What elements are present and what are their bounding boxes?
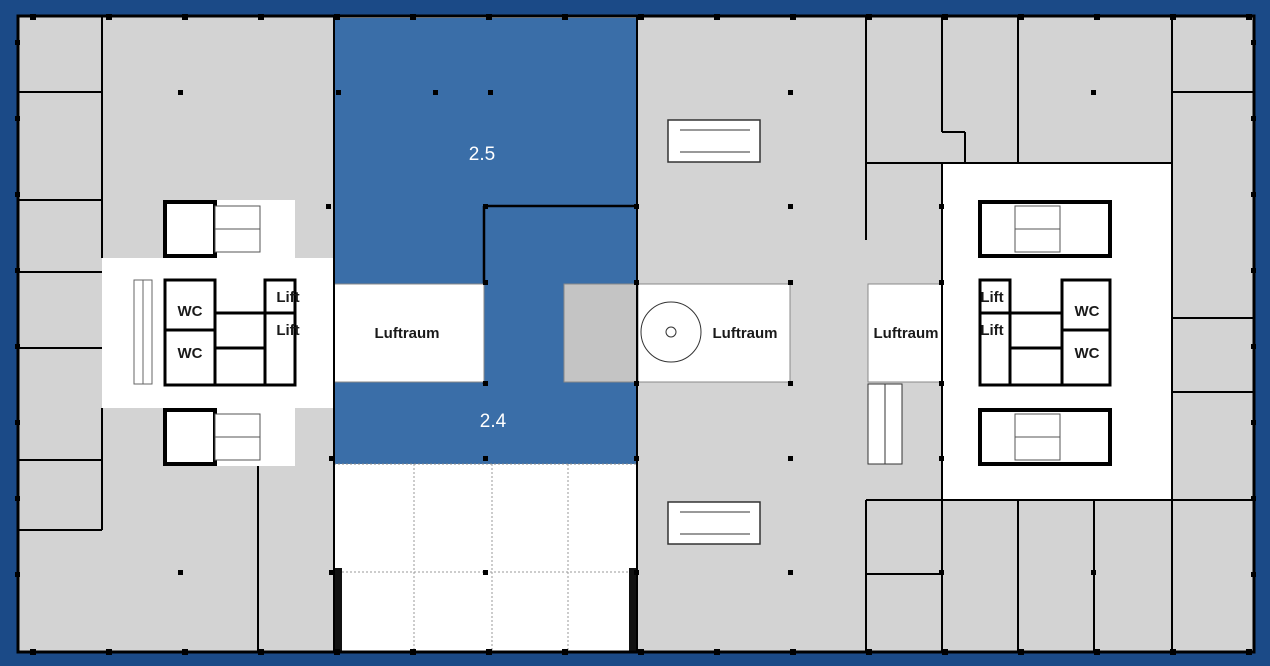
void-label-left: Luftraum [375,325,440,342]
mullion [15,572,20,577]
mullion [942,14,948,20]
mullion [30,649,36,655]
unit-area-2-5[interactable] [334,18,637,464]
stair-left-bottom [163,408,261,466]
mullion [182,649,188,655]
lift-label-left-top: Lift [276,289,299,306]
facade-mullions [15,14,1256,655]
mullion [1246,14,1252,20]
mullion [638,649,644,655]
mullion [106,14,112,20]
void-label-center: Luftraum [713,325,778,342]
spiral-stair-core [665,326,677,338]
mullion [1251,496,1256,501]
mullion [790,14,796,20]
mullion [942,649,948,655]
mullion [1251,192,1256,197]
left-bench [133,279,153,385]
mullion [714,14,720,20]
escalator-top [667,119,761,163]
escalator-right [867,383,903,465]
lift-label-right-top: Lift [980,289,1003,306]
wc-label-right-top: WC [1075,303,1100,320]
mullion [30,14,36,20]
void-right [867,283,943,383]
mullion [866,649,872,655]
mullion [1170,649,1176,655]
mullion [1251,116,1256,121]
mullion [15,268,20,273]
stair-left-top [163,200,261,258]
mullion [562,14,568,20]
unit-label-2-5: 2.5 [469,144,495,165]
mullion [1018,14,1024,20]
mullion [1170,14,1176,20]
void-center-grey [563,283,639,383]
right-core-rooms [978,278,1112,387]
mullion [1094,14,1100,20]
mullion [562,649,568,655]
mullion [638,14,644,20]
mullion [410,14,416,20]
stair-right-bottom [978,408,1112,466]
mullion [1018,649,1024,655]
spiral-stair [640,301,702,363]
mullion [106,649,112,655]
mullion [15,496,20,501]
walls [16,14,1256,654]
mullion [790,649,796,655]
lift-label-left-bottom: Lift [276,322,299,339]
mullion [182,14,188,20]
mullion [1251,572,1256,577]
mullion [258,649,264,655]
mullion [1251,420,1256,425]
mullion [1246,649,1252,655]
mullion [258,14,264,20]
mullion [714,649,720,655]
mullion [410,649,416,655]
lift-label-right-bottom: Lift [980,322,1003,339]
wc-label-left-top: WC [178,303,203,320]
mullion [486,649,492,655]
mullion [15,116,20,121]
stair-right-top [978,200,1112,258]
mullion [1251,40,1256,45]
mullion [15,420,20,425]
unit-divider [482,204,637,384]
left-core-rooms [163,278,297,387]
mullion [866,14,872,20]
columns [178,90,1096,575]
escalator-bottom [667,501,761,545]
void-label-right: Luftraum [874,325,939,342]
unit-label-2-4: 2.4 [480,411,507,432]
mullion [15,344,20,349]
atrium-glass [333,463,638,653]
mullion [15,40,20,45]
wc-label-left-bottom: WC [178,345,203,362]
mullion [334,14,340,20]
mullion [15,192,20,197]
mullion [1094,649,1100,655]
mullion [1251,268,1256,273]
mullion [334,649,340,655]
void-center [637,283,791,383]
mullion [486,14,492,20]
mullion [1251,344,1256,349]
wc-label-right-bottom: WC [1075,345,1100,362]
